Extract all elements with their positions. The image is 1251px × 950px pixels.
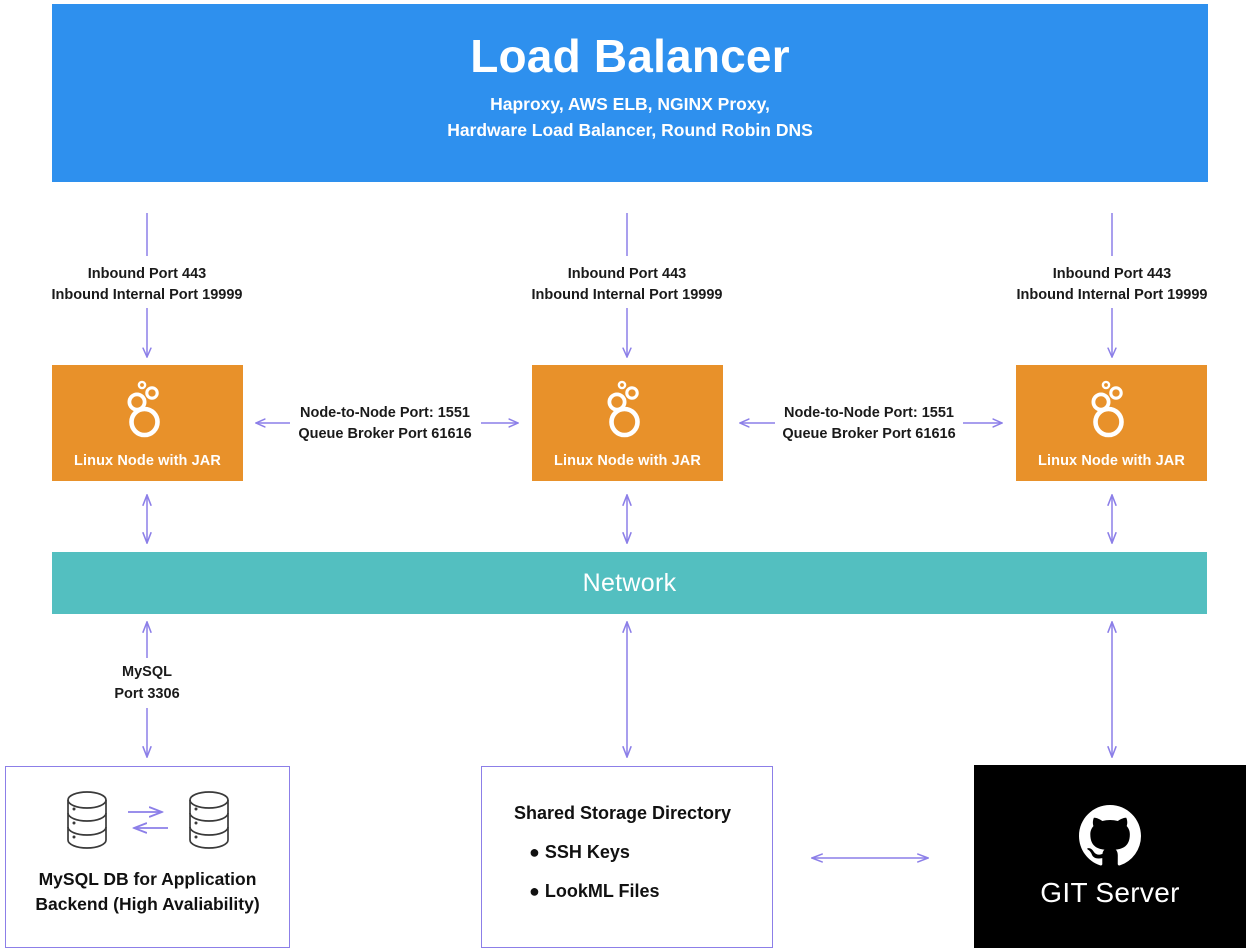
shared-storage-item-0-label: SSH Keys — [544, 842, 630, 862]
database-cylinder-icon — [66, 791, 107, 849]
linux-node-3[interactable]: Linux Node with JAR — [1016, 365, 1207, 481]
linux-node-3-label: Linux Node with JAR — [1038, 453, 1185, 469]
inbound-label-2-line-2: Inbound Internal Port 19999 — [531, 287, 723, 304]
git-server-box[interactable]: GIT Server — [974, 765, 1246, 948]
mysql-database-caption: MySQL DB for Application Backend (High A… — [35, 867, 259, 918]
mysql-link-line-1: MySQL — [122, 664, 172, 680]
bubbles-icon — [1016, 365, 1207, 453]
shared-storage-item-1-label: LookML Files — [544, 881, 660, 901]
linux-node-1[interactable]: Linux Node with JAR — [52, 365, 243, 481]
inbound-label-node-1: Inbound Port 443 Inbound Internal Port 1… — [0, 264, 297, 306]
bidirectional-replication-icon — [127, 800, 168, 840]
shared-storage-item-ssh-keys: ● SSH Keys — [529, 842, 772, 863]
bubbles-icon — [532, 365, 723, 453]
node-link-label-2: Node-to-Node Port: 1551 Queue Broker Por… — [759, 403, 979, 445]
bullet-icon: ● — [529, 881, 540, 901]
mysql-link-label: MySQL Port 3306 — [57, 662, 237, 706]
git-server-label: GIT Server — [1040, 876, 1180, 908]
bubbles-icon — [52, 365, 243, 453]
load-balancer-subtitle-line-2: Hardware Load Balancer, Round Robin DNS — [447, 119, 813, 140]
shared-storage-item-lookml-files: ● LookML Files — [529, 881, 772, 902]
mysql-link-line-2: Port 3306 — [114, 685, 180, 702]
linux-node-1-label: Linux Node with JAR — [74, 453, 221, 469]
mysql-database-caption-line-1: MySQL DB for Application — [38, 869, 257, 889]
database-cylinder-icon — [188, 791, 229, 849]
database-replication-graphic — [64, 789, 232, 851]
node-link-2-line-2: Queue Broker Port 61616 — [782, 426, 956, 443]
shared-storage-title: Shared Storage Directory — [514, 803, 732, 823]
shared-storage-box[interactable]: Shared Storage Directory ● SSH Keys ● Lo… — [481, 766, 773, 948]
mysql-database-caption-line-2: Backend (High Avaliability) — [35, 894, 260, 915]
linux-node-2[interactable]: Linux Node with JAR — [532, 365, 723, 481]
inbound-label-1-line-2: Inbound Internal Port 19999 — [51, 287, 243, 304]
inbound-label-node-3: Inbound Port 443 Inbound Internal Port 1… — [962, 264, 1251, 306]
node-link-2-line-1: Node-to-Node Port: 1551 — [784, 405, 954, 421]
node-link-1-line-1: Node-to-Node Port: 1551 — [300, 405, 470, 421]
node-link-label-1: Node-to-Node Port: 1551 Queue Broker Por… — [275, 403, 495, 445]
network-label: Network — [582, 568, 677, 597]
bullet-icon: ● — [529, 842, 540, 862]
linux-node-2-label: Linux Node with JAR — [554, 453, 701, 469]
github-octocat-icon — [1079, 804, 1141, 867]
load-balancer-subtitle-line-1: Haproxy, AWS ELB, NGINX Proxy, — [490, 94, 770, 115]
node-link-1-line-2: Queue Broker Port 61616 — [298, 426, 472, 443]
network-bar: Network — [52, 552, 1207, 614]
load-balancer-box: Load Balancer Haproxy, AWS ELB, NGINX Pr… — [52, 4, 1208, 182]
inbound-label-node-2: Inbound Port 443 Inbound Internal Port 1… — [477, 264, 777, 306]
inbound-label-3-line-2: Inbound Internal Port 19999 — [1016, 287, 1208, 304]
inbound-label-1-line-1: Inbound Port 443 — [87, 266, 207, 282]
load-balancer-subtitle: Haproxy, AWS ELB, NGINX Proxy, Hardware … — [447, 92, 813, 143]
load-balancer-title: Load Balancer — [470, 30, 790, 82]
inbound-label-2-line-1: Inbound Port 443 — [567, 266, 687, 282]
inbound-label-3-line-1: Inbound Port 443 — [1052, 266, 1172, 282]
mysql-database-box[interactable]: MySQL DB for Application Backend (High A… — [5, 766, 290, 948]
